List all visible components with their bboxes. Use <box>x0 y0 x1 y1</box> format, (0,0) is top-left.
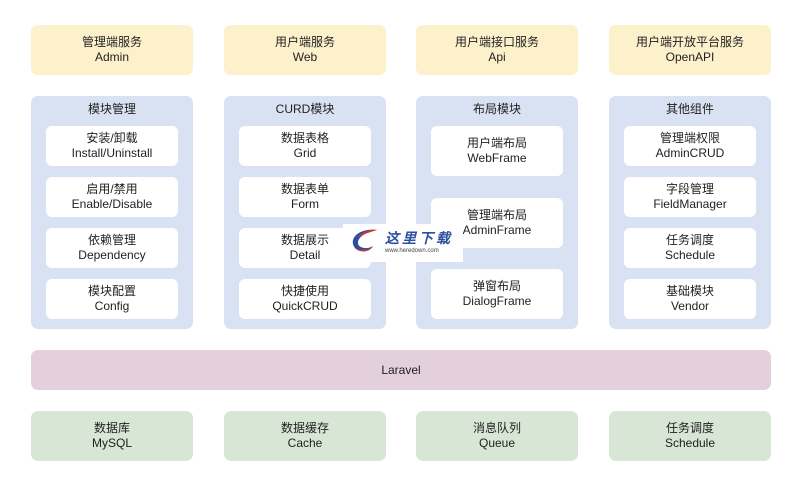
panel-item: 管理端权限 AdminCRUD <box>624 126 756 166</box>
service-cn-label: 用户端接口服务 <box>454 35 539 49</box>
service-openapi: 用户端开放平台服务 OpenAPI <box>609 25 771 75</box>
panel-item: 安装/卸载 Install/Uninstall <box>46 126 178 166</box>
framework-laravel-bar: Laravel <box>31 350 771 390</box>
item-cn-label: 快捷使用 <box>280 284 329 298</box>
watermark-logo-icon <box>347 226 381 261</box>
item-en-label: Detail <box>289 248 321 262</box>
panel-curd-module: CURD模块 数据表格 Grid 数据表单 Form 数据展示 Detail 快… <box>224 96 386 329</box>
infra-schedule: 任务调度 Schedule <box>609 411 771 461</box>
item-cn-label: 依赖管理 <box>87 233 136 247</box>
infra-en-label: MySQL <box>91 436 132 450</box>
service-en-label: OpenAPI <box>665 50 715 64</box>
item-en-label: AdminCRUD <box>655 146 725 160</box>
service-cn-label: 用户端开放平台服务 <box>635 35 744 49</box>
item-cn-label: 启用/禁用 <box>86 182 138 196</box>
item-en-label: DialogFrame <box>462 294 532 308</box>
panel-item: 任务调度 Schedule <box>624 228 756 268</box>
panel-item: 管理端布局 AdminFrame <box>431 198 563 248</box>
service-en-label: Api <box>488 50 506 64</box>
service-admin: 管理端服务 Admin <box>31 25 193 75</box>
infra-en-label: Queue <box>478 436 516 450</box>
panel-title: CURD模块 <box>275 102 335 116</box>
watermark-title: 这里下载 <box>385 231 453 247</box>
item-cn-label: 用户端布局 <box>466 136 527 150</box>
service-en-label: Web <box>292 50 318 64</box>
panel-title: 布局模块 <box>472 102 521 116</box>
item-cn-label: 数据表单 <box>280 182 329 196</box>
service-api: 用户端接口服务 Api <box>416 25 578 75</box>
infra-cn-label: 数据库 <box>93 421 130 435</box>
panel-other-components: 其他组件 管理端权限 AdminCRUD 字段管理 FieldManager 任… <box>609 96 771 329</box>
item-en-label: Vendor <box>670 299 710 313</box>
panel-item: 模块配置 Config <box>46 279 178 319</box>
service-web: 用户端服务 Web <box>224 25 386 75</box>
item-cn-label: 管理端布局 <box>466 208 527 222</box>
item-en-label: Install/Uninstall <box>71 146 153 160</box>
infra-cn-label: 数据缓存 <box>280 421 329 435</box>
panel-module-management: 模块管理 安装/卸载 Install/Uninstall 启用/禁用 Enabl… <box>31 96 193 329</box>
panel-layout-module: 布局模块 用户端布局 WebFrame 管理端布局 AdminFrame 弹窗布… <box>416 96 578 329</box>
panel-item: 快捷使用 QuickCRUD <box>239 279 371 319</box>
infra-en-label: Cache <box>287 436 323 450</box>
infra-cn-label: 消息队列 <box>472 421 521 435</box>
infra-queue: 消息队列 Queue <box>416 411 578 461</box>
watermark-url: www.heredown.com <box>385 248 439 254</box>
item-en-label: Config <box>94 299 130 313</box>
panel-item: 字段管理 FieldManager <box>624 177 756 217</box>
panel-item: 数据表格 Grid <box>239 126 371 166</box>
panel-item: 启用/禁用 Enable/Disable <box>46 177 178 217</box>
infra-cn-label: 任务调度 <box>665 421 714 435</box>
infra-cache: 数据缓存 Cache <box>224 411 386 461</box>
item-en-label: FieldManager <box>653 197 727 211</box>
service-cn-label: 用户端服务 <box>274 35 335 49</box>
item-en-label: Enable/Disable <box>71 197 153 211</box>
infra-mysql: 数据库 MySQL <box>31 411 193 461</box>
item-en-label: Schedule <box>664 248 716 262</box>
panel-item: 基础模块 Vendor <box>624 279 756 319</box>
panel-title: 模块管理 <box>87 102 136 116</box>
item-cn-label: 数据表格 <box>280 131 329 145</box>
item-en-label: AdminFrame <box>462 223 532 237</box>
item-en-label: QuickCRUD <box>272 299 338 313</box>
item-en-label: Form <box>291 197 319 211</box>
panel-title: 其他组件 <box>665 102 714 116</box>
item-cn-label: 基础模块 <box>665 284 714 298</box>
item-cn-label: 安装/卸载 <box>86 131 138 145</box>
item-cn-label: 字段管理 <box>665 182 714 196</box>
item-cn-label: 任务调度 <box>665 233 714 247</box>
framework-label: Laravel <box>381 363 421 377</box>
item-cn-label: 模块配置 <box>87 284 136 298</box>
panel-item: 弹窗布局 DialogFrame <box>431 269 563 319</box>
watermark: 这里下载 www.heredown.com <box>343 224 463 262</box>
item-en-label: Grid <box>293 146 317 160</box>
infra-en-label: Schedule <box>664 436 716 450</box>
panel-item: 数据表单 Form <box>239 177 371 217</box>
item-cn-label: 管理端权限 <box>659 131 720 145</box>
item-cn-label: 数据展示 <box>280 233 329 247</box>
service-en-label: Admin <box>94 50 129 64</box>
item-cn-label: 弹窗布局 <box>472 279 521 293</box>
item-en-label: WebFrame <box>467 151 527 165</box>
item-en-label: Dependency <box>78 248 146 262</box>
service-cn-label: 管理端服务 <box>81 35 142 49</box>
panel-item: 用户端布局 WebFrame <box>431 126 563 176</box>
panel-item: 依赖管理 Dependency <box>46 228 178 268</box>
